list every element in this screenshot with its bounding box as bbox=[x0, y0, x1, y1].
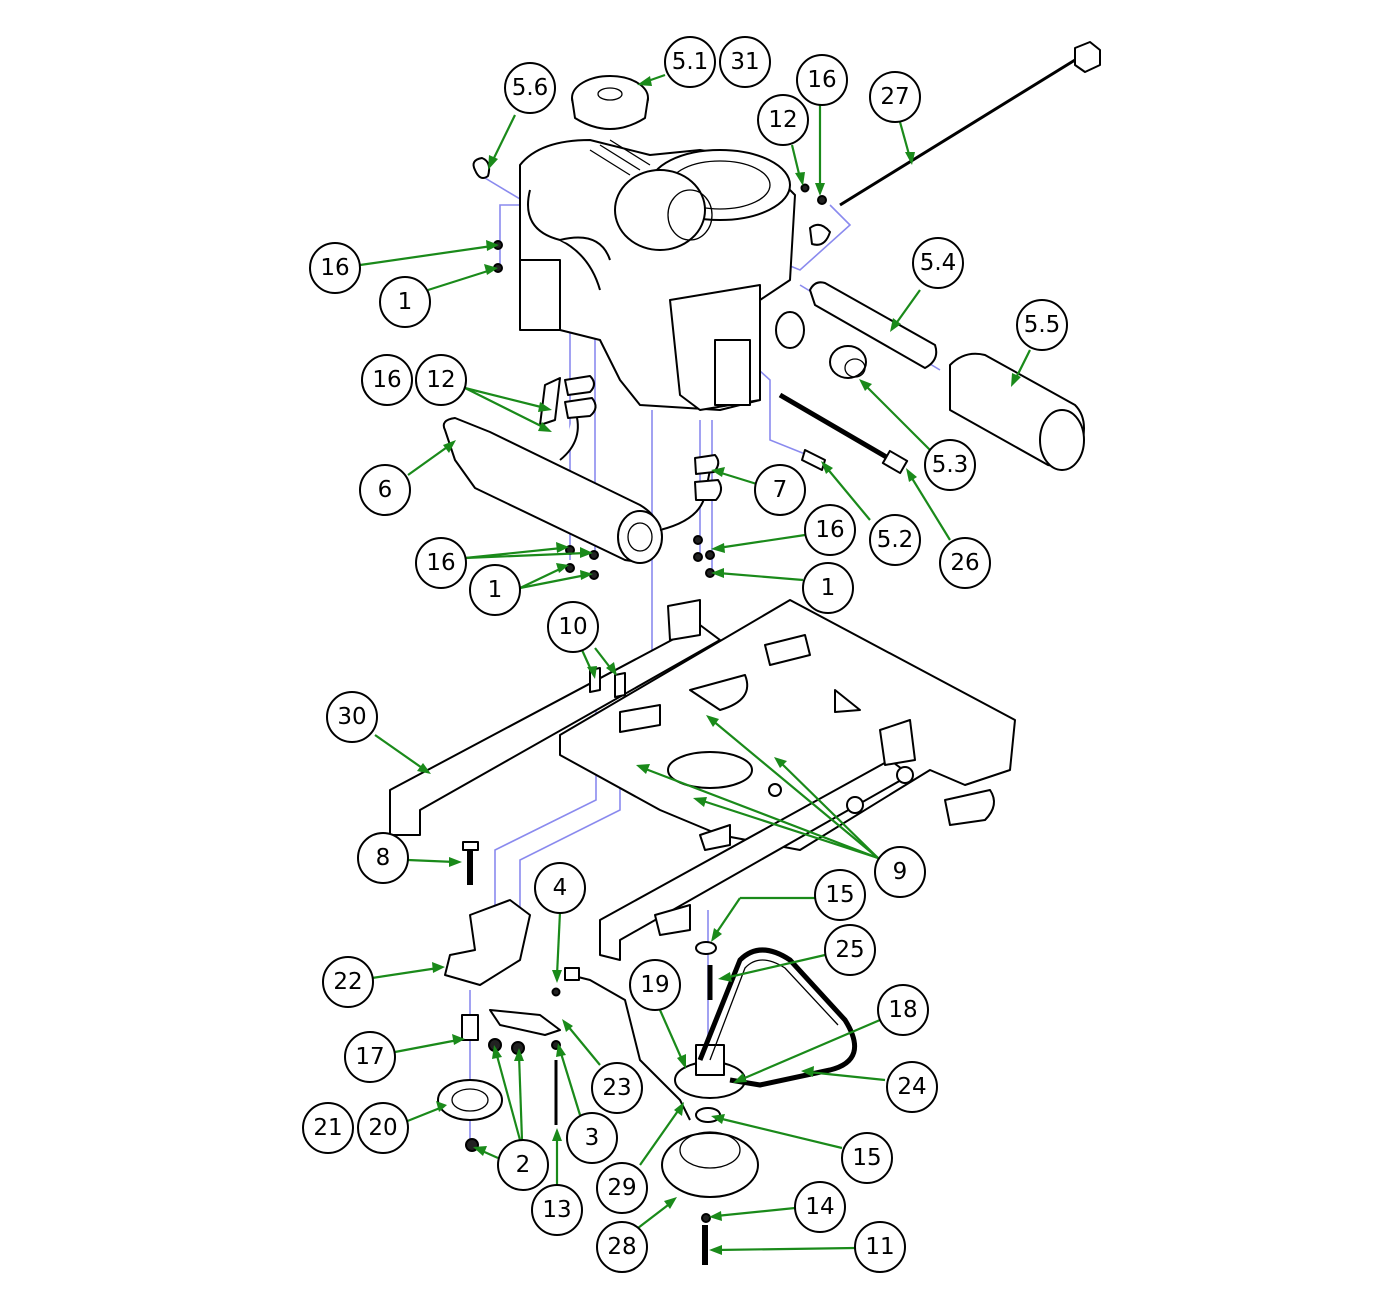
idler-bracket-parts bbox=[437, 841, 561, 1152]
callout-label: 21 bbox=[313, 1115, 342, 1141]
callout-label: 13 bbox=[542, 1197, 571, 1223]
callout-label: 18 bbox=[888, 997, 917, 1023]
callout-11: 11 bbox=[854, 1221, 906, 1273]
callout-label: 25 bbox=[835, 937, 864, 963]
callout-label: 1 bbox=[821, 575, 836, 601]
callout-30: 30 bbox=[326, 691, 378, 743]
callout-23: 23 bbox=[591, 1062, 643, 1114]
callout-29: 29 bbox=[596, 1162, 648, 1214]
callout-5-1: 5.1 bbox=[664, 36, 716, 88]
callout-label: 19 bbox=[640, 972, 669, 998]
callout-label: 7 bbox=[773, 477, 788, 503]
callout-label: 3 bbox=[585, 1125, 600, 1151]
callout-label: 5.4 bbox=[920, 250, 957, 276]
callout-label: 20 bbox=[368, 1115, 397, 1141]
callout-label: 23 bbox=[602, 1075, 631, 1101]
callout-label: 4 bbox=[553, 875, 568, 901]
callout-12: 12 bbox=[757, 94, 809, 146]
callout-label: 29 bbox=[607, 1175, 636, 1201]
callout-label: 11 bbox=[865, 1234, 894, 1260]
callout-16: 16 bbox=[796, 54, 848, 106]
callout-16: 16 bbox=[804, 504, 856, 556]
callout-1: 1 bbox=[379, 276, 431, 328]
callout-label: 28 bbox=[607, 1234, 636, 1260]
callout-2: 2 bbox=[497, 1139, 549, 1191]
callout-6: 6 bbox=[359, 464, 411, 516]
callout-5-2: 5.2 bbox=[869, 514, 921, 566]
callout-leaders bbox=[359, 73, 1031, 1255]
callout-3: 3 bbox=[566, 1112, 618, 1164]
callout-1: 1 bbox=[802, 562, 854, 614]
callout-20: 20 bbox=[357, 1102, 409, 1154]
callout-label: 12 bbox=[768, 107, 797, 133]
callout-label: 10 bbox=[558, 614, 587, 640]
callout-label: 17 bbox=[355, 1044, 384, 1070]
callout-9: 9 bbox=[874, 846, 926, 898]
callout-8: 8 bbox=[357, 832, 409, 884]
callout-label: 5.1 bbox=[672, 49, 709, 75]
callout-22: 22 bbox=[322, 956, 374, 1008]
callout-5-3: 5.3 bbox=[924, 439, 976, 491]
frame-part bbox=[389, 599, 1016, 961]
callout-label: 31 bbox=[730, 49, 759, 75]
callout-label: 5.6 bbox=[512, 75, 549, 101]
callout-15: 15 bbox=[814, 869, 866, 921]
callout-label: 16 bbox=[372, 367, 401, 393]
callout-label: 6 bbox=[378, 477, 393, 503]
callout-1: 1 bbox=[469, 564, 521, 616]
callout-label: 14 bbox=[805, 1194, 834, 1220]
callout-label: 27 bbox=[880, 84, 909, 110]
callout-label: 16 bbox=[815, 517, 844, 543]
callout-label: 22 bbox=[333, 969, 362, 995]
callout-13: 13 bbox=[531, 1184, 583, 1236]
callout-label: 5.5 bbox=[1024, 312, 1061, 338]
callout-16: 16 bbox=[361, 354, 413, 406]
callout-label: 1 bbox=[398, 289, 413, 315]
callout-label: 15 bbox=[825, 882, 854, 908]
callout-label: 12 bbox=[426, 367, 455, 393]
fuel-line-part bbox=[800, 41, 1101, 207]
callout-label: 30 bbox=[337, 704, 366, 730]
callout-28: 28 bbox=[596, 1221, 648, 1273]
filter-parts bbox=[778, 281, 1085, 475]
callout-label: 1 bbox=[488, 577, 503, 603]
callout-label: 9 bbox=[893, 859, 908, 885]
callout-label: 16 bbox=[807, 67, 836, 93]
callout-bubbles: 5.1 31 5.6 16 12 27 16 1 5.4 5.5 16 12 6… bbox=[302, 36, 1068, 1273]
callout-label: 15 bbox=[852, 1145, 881, 1171]
callout-31: 31 bbox=[719, 36, 771, 88]
callout-21: 21 bbox=[302, 1102, 354, 1154]
engine-assembly bbox=[472, 75, 831, 411]
callout-label: 24 bbox=[897, 1074, 926, 1100]
callout-19: 19 bbox=[629, 959, 681, 1011]
callout-16: 16 bbox=[415, 537, 467, 589]
clutch-pulley-parts bbox=[564, 941, 857, 1265]
callout-12: 12 bbox=[415, 354, 467, 406]
callout-5-6: 5.6 bbox=[504, 62, 556, 114]
callout-label: 8 bbox=[376, 845, 391, 871]
callout-15: 15 bbox=[841, 1132, 893, 1184]
callout-label: 5.3 bbox=[932, 452, 969, 478]
callout-27: 27 bbox=[869, 71, 921, 123]
callout-label: 2 bbox=[516, 1152, 531, 1178]
callout-7: 7 bbox=[754, 464, 806, 516]
callout-26: 26 bbox=[939, 537, 991, 589]
callout-14: 14 bbox=[794, 1181, 846, 1233]
callout-18: 18 bbox=[877, 984, 929, 1036]
callout-5-5: 5.5 bbox=[1016, 299, 1068, 351]
callout-label: 16 bbox=[426, 550, 455, 576]
callout-24: 24 bbox=[886, 1061, 938, 1113]
callout-10: 10 bbox=[547, 601, 599, 653]
callout-25: 25 bbox=[824, 924, 876, 976]
callout-label: 26 bbox=[950, 550, 979, 576]
callout-16: 16 bbox=[309, 242, 361, 294]
callout-17: 17 bbox=[344, 1031, 396, 1083]
callout-label: 16 bbox=[320, 255, 349, 281]
callout-5-4: 5.4 bbox=[912, 237, 964, 289]
callout-4: 4 bbox=[534, 862, 586, 914]
callout-label: 5.2 bbox=[877, 527, 914, 553]
